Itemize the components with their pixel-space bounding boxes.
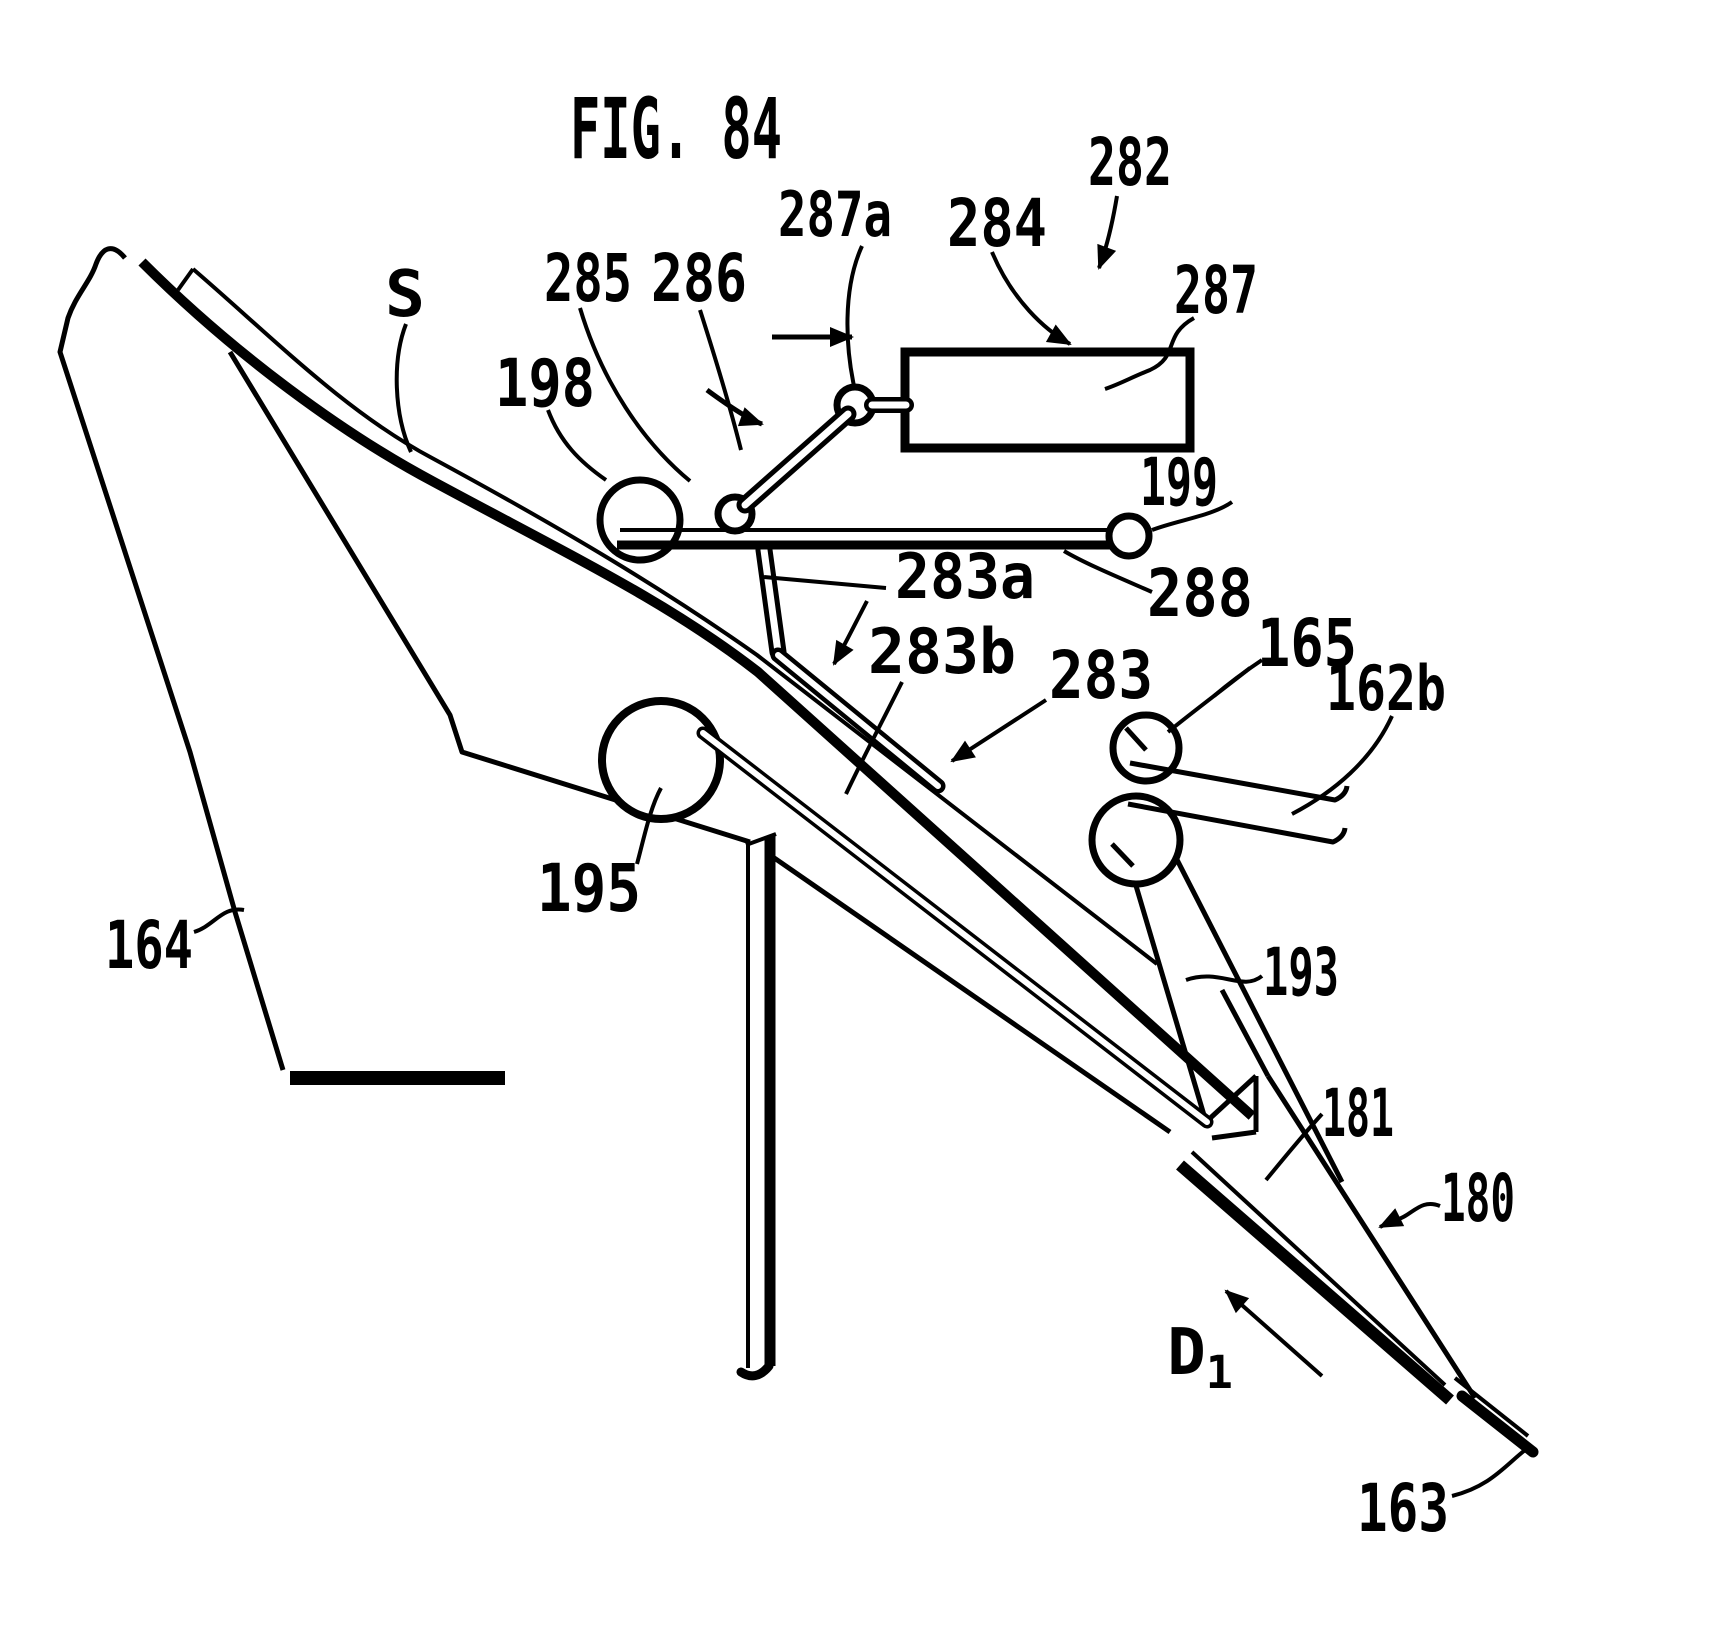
label-288: 288 xyxy=(1147,555,1253,632)
label-283: 283 xyxy=(1049,637,1153,714)
label-181: 181 xyxy=(1322,1075,1394,1152)
guide-162b-lower xyxy=(1127,801,1348,845)
guide-162b-upper xyxy=(1129,760,1350,803)
rod-195-core xyxy=(700,730,1210,1125)
label-193: 193 xyxy=(1263,934,1339,1011)
arrow-283-leader xyxy=(950,698,1048,763)
step-diagonal xyxy=(1204,1074,1258,1124)
leader-S xyxy=(394,323,413,453)
roller-198 xyxy=(596,476,684,564)
label-287a: 287a xyxy=(778,178,892,251)
chute-outer-edge xyxy=(57,246,286,1071)
tip-bar-163-thick xyxy=(1456,1390,1539,1458)
label-199: 199 xyxy=(1140,444,1218,521)
leader-283a xyxy=(763,575,887,590)
leader-162b xyxy=(1291,715,1394,816)
leader-286 xyxy=(698,309,743,451)
post-top-edge xyxy=(745,832,777,847)
pivot-288 xyxy=(1105,512,1153,560)
plate-193-line xyxy=(1123,851,1209,1123)
label-D1-subscript: 1 xyxy=(1206,1346,1233,1399)
label-195: 195 xyxy=(537,850,641,927)
belt-180-thick xyxy=(1176,1160,1454,1405)
arm-283a-core xyxy=(760,546,782,656)
label-D1: D1 xyxy=(1167,1316,1233,1399)
roller-165-upper-tick xyxy=(1124,726,1148,752)
link-286-287a-core xyxy=(741,410,852,509)
roller-195 xyxy=(598,697,724,823)
leader-199 xyxy=(1151,500,1234,532)
label-165: 165 xyxy=(1257,605,1357,682)
arrow-283a-curved xyxy=(832,600,869,666)
sheet-S-thick xyxy=(138,258,1256,1120)
arrow-286-curved xyxy=(705,387,764,427)
label-282: 282 xyxy=(1088,124,1172,201)
leader-198 xyxy=(546,409,608,482)
leader-193 xyxy=(1185,974,1264,984)
arrow-282-leader xyxy=(1097,195,1119,270)
leader-287 xyxy=(1104,316,1196,391)
sheet-top-thin xyxy=(191,267,1159,966)
sheet-tip-notch xyxy=(176,267,195,292)
leader-287a xyxy=(845,245,864,387)
label-286: 286 xyxy=(651,240,747,317)
presser-283b-core xyxy=(775,652,941,789)
guide-193-long-line xyxy=(1146,803,1345,1184)
leader-288 xyxy=(1062,549,1153,594)
lower-guide-line xyxy=(768,852,1172,1135)
label-283b: 283b xyxy=(868,615,1016,688)
leader-163 xyxy=(1451,1445,1531,1498)
label-fig-title: FIG. 84 xyxy=(570,80,782,178)
plate-181-long-edge xyxy=(1265,1074,1478,1400)
tip-bar-thin xyxy=(1453,1376,1530,1438)
label-285: 285 xyxy=(544,240,632,317)
label-283a: 283a xyxy=(895,540,1035,613)
roller-165-lower-tick xyxy=(1110,842,1135,868)
label-S: S xyxy=(385,258,425,332)
chute-inner-wall xyxy=(227,350,751,845)
leader-283b xyxy=(844,681,904,795)
label-164: 164 xyxy=(105,907,193,984)
arrow-284-leader xyxy=(990,251,1072,346)
post-foot xyxy=(736,1351,774,1381)
belt-180-thin xyxy=(1190,1150,1447,1387)
label-180: 180 xyxy=(1441,1160,1515,1237)
label-287: 287 xyxy=(1174,252,1258,329)
leader-181 xyxy=(1264,1112,1324,1182)
arrow-180-leader xyxy=(1378,1202,1441,1229)
arrow-D1 xyxy=(1224,1289,1324,1378)
label-163: 163 xyxy=(1357,1470,1449,1547)
roller-165-lower xyxy=(1088,792,1184,888)
solenoid-body-284 xyxy=(900,347,1195,453)
label-284: 284 xyxy=(947,185,1047,262)
label-198: 198 xyxy=(495,345,595,422)
step-horizontal xyxy=(1211,1129,1257,1141)
leader-285 xyxy=(578,307,692,483)
leader-164 xyxy=(193,907,245,934)
leader-165 xyxy=(1212,658,1264,698)
plate-181-top-edge xyxy=(1219,988,1271,1078)
label-162b: 162b xyxy=(1326,652,1446,725)
leader-195 xyxy=(635,787,663,865)
